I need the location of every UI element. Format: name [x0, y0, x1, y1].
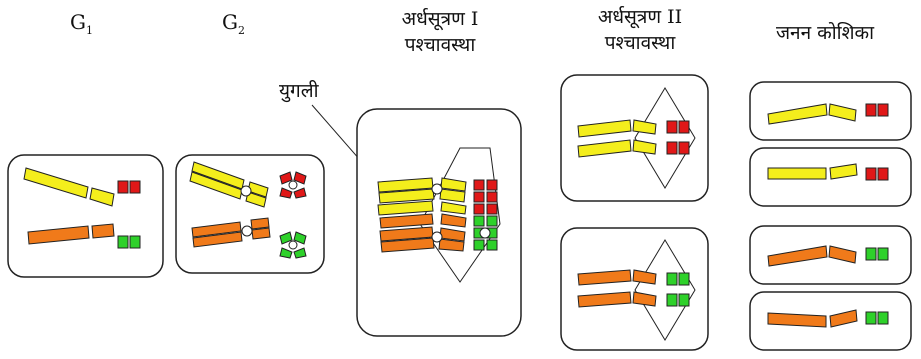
centromere — [241, 225, 253, 237]
label-g2-main: G — [222, 10, 238, 34]
cell-g2 — [175, 154, 325, 274]
label-meiosis2-line2: पश्चावस्था — [604, 32, 676, 54]
cell-meiosis2-bottom — [560, 227, 709, 351]
gamete-4 — [749, 291, 912, 351]
cell-g1 — [7, 154, 164, 278]
chromosome-yellow-short — [89, 187, 115, 207]
label-g1: G1 — [70, 10, 93, 37]
label-g1-main: G — [70, 10, 86, 34]
label-gametes-text: जनन कोशिका — [775, 22, 875, 44]
cell-meiosis2-top — [560, 74, 709, 202]
label-g2-sub: 2 — [237, 24, 245, 37]
gamete-1 — [749, 81, 912, 141]
gamete-2 — [749, 147, 912, 207]
label-g2: G2 — [222, 10, 245, 37]
cell-meiosis1 — [356, 108, 522, 337]
chromosome-orange-short — [91, 223, 115, 239]
centromere — [240, 185, 252, 197]
label-meiosis1-line2: पश्चावस्था — [404, 34, 476, 56]
label-pair-text: युगली — [279, 80, 319, 102]
chromosome-orange-long — [27, 225, 90, 245]
label-meiosis1-line1: अर्धसूत्रण I — [401, 8, 479, 30]
label-pair: युगली — [279, 78, 319, 104]
label-meiosis2-line1: अर्धसूत्रण II — [597, 6, 683, 28]
chromosome-yellow-long — [23, 167, 89, 199]
label-g1-sub: 1 — [85, 24, 93, 37]
label-gametes: जनन कोशिका — [755, 20, 895, 46]
label-meiosis1: अर्धसूत्रण I पश्चावस्था — [375, 6, 505, 58]
gamete-3 — [749, 225, 912, 285]
label-meiosis2: अर्धसूत्रण II पश्चावस्था — [570, 4, 710, 56]
